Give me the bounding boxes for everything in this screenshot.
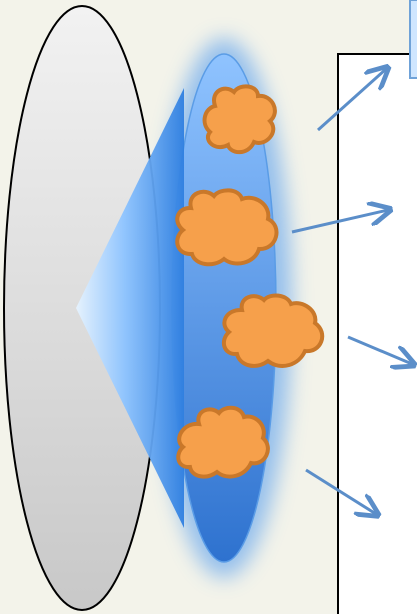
cloud-1	[205, 86, 275, 152]
target-box	[338, 54, 417, 614]
top-box	[410, 0, 417, 78]
